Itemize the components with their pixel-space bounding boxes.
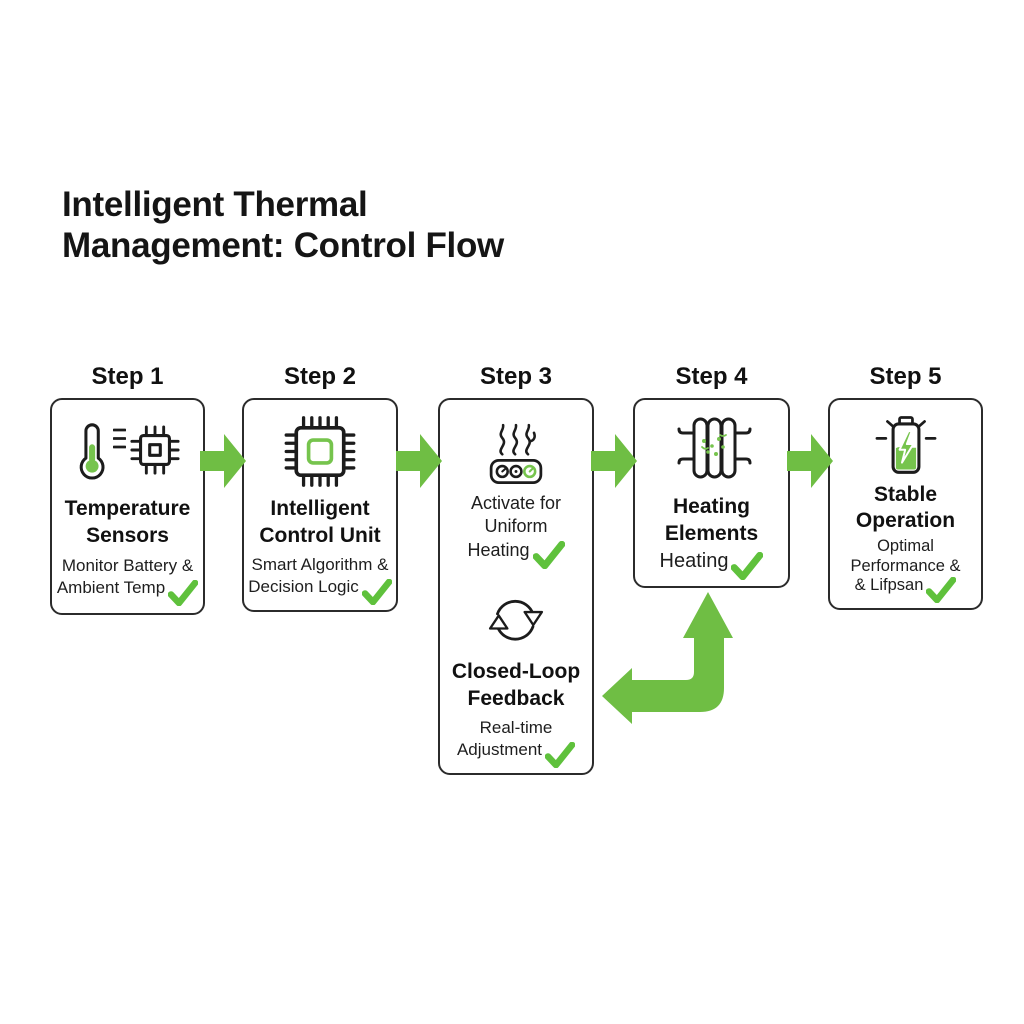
step-5-group: Step 5 Stable Operation Optimal Performa…: [828, 362, 983, 610]
step-4-subtitle: Heating: [659, 550, 729, 572]
step-1-group: Step 1 Temperature Sensors Monitor Bat: [50, 362, 205, 615]
flow-arrow-right-icon: [396, 434, 442, 488]
step-3-activate-row: Activate for Uniform Heating: [467, 492, 565, 574]
step-4-card: Heating Elements Heating: [633, 398, 790, 588]
step-3-label: Step 3: [479, 363, 553, 390]
step-2-label: Step 2: [283, 363, 357, 390]
step-5-subtitle-row: Optimal Performance & & Lifpsan: [850, 537, 961, 608]
step-4-group: Step 4 Heating Elements Heating: [633, 362, 790, 588]
step-2-subtitle: Smart Algorithm & Decision Logic: [248, 555, 389, 596]
step-1-title: Temperature Sensors: [64, 497, 191, 547]
step-2-title: Intelligent Control Unit: [259, 497, 381, 547]
step-1-label: Step 1: [91, 363, 164, 390]
step-3-feedback-subtitle: Real-time Adjustment: [456, 718, 553, 759]
step-3-activate-subtitle: Activate for Uniform Heating: [467, 492, 562, 560]
feedback-elbow-arrow-icon: [602, 592, 733, 724]
flow-arrow-right-icon: [591, 434, 637, 488]
check-icon: [544, 741, 576, 773]
heater-steam-icon: [489, 423, 543, 484]
check-icon: [532, 540, 565, 574]
check-icon: [926, 576, 957, 608]
step-2-group: Step 2 Intelligent Control Unit Smart Al…: [242, 362, 398, 612]
closed-loop-cycle-icon: [488, 599, 544, 641]
step-3-feedback-row: Real-time Adjustment: [456, 717, 576, 773]
thermometer-icon: [79, 423, 105, 480]
chip-icon: [129, 425, 180, 475]
check-icon: [167, 579, 199, 611]
check-icon: [361, 578, 393, 610]
step-3-feedback-title: Closed-Loop Feedback: [451, 660, 581, 710]
step-5-card: Stable Operation Optimal Performance & &…: [828, 398, 983, 610]
radiator-icon: [677, 417, 751, 479]
step-1-icon-row: [75, 418, 181, 482]
step-4-title: Heating Elements: [664, 495, 759, 545]
step-4-subtitle-row: Heating: [660, 548, 764, 585]
flow-arrow-right-icon: [200, 434, 246, 488]
scale-ticks-icon: [112, 428, 126, 449]
step-5-subtitle: Optimal Performance & & Lifpsan: [850, 537, 961, 594]
step-1-subtitle-row: Monitor Battery & Ambient Temp: [56, 555, 199, 611]
step-3-card: Activate for Uniform Heating Closed-Loop…: [438, 398, 594, 775]
step-1-card: Temperature Sensors Monitor Battery & Am…: [50, 398, 205, 615]
step-5-label: Step 5: [869, 363, 942, 390]
step-3-group: Step 3 Activate for Uniform Heating: [438, 362, 594, 775]
check-icon: [731, 551, 764, 585]
step-2-subtitle-row: Smart Algorithm & Decision Logic: [248, 554, 393, 610]
step-2-card: Intelligent Control Unit Smart Algorithm…: [242, 398, 398, 612]
diagram-title: Intelligent Thermal Management: Control …: [62, 185, 504, 265]
step-5-title: Stable Operation: [855, 483, 956, 532]
flow-arrow-right-icon: [787, 434, 833, 488]
cpu-chip-icon: [284, 416, 356, 487]
battery-charge-icon: [875, 416, 936, 474]
step-4-label: Step 4: [675, 363, 748, 390]
step-1-subtitle: Monitor Battery & Ambient Temp: [56, 556, 194, 597]
